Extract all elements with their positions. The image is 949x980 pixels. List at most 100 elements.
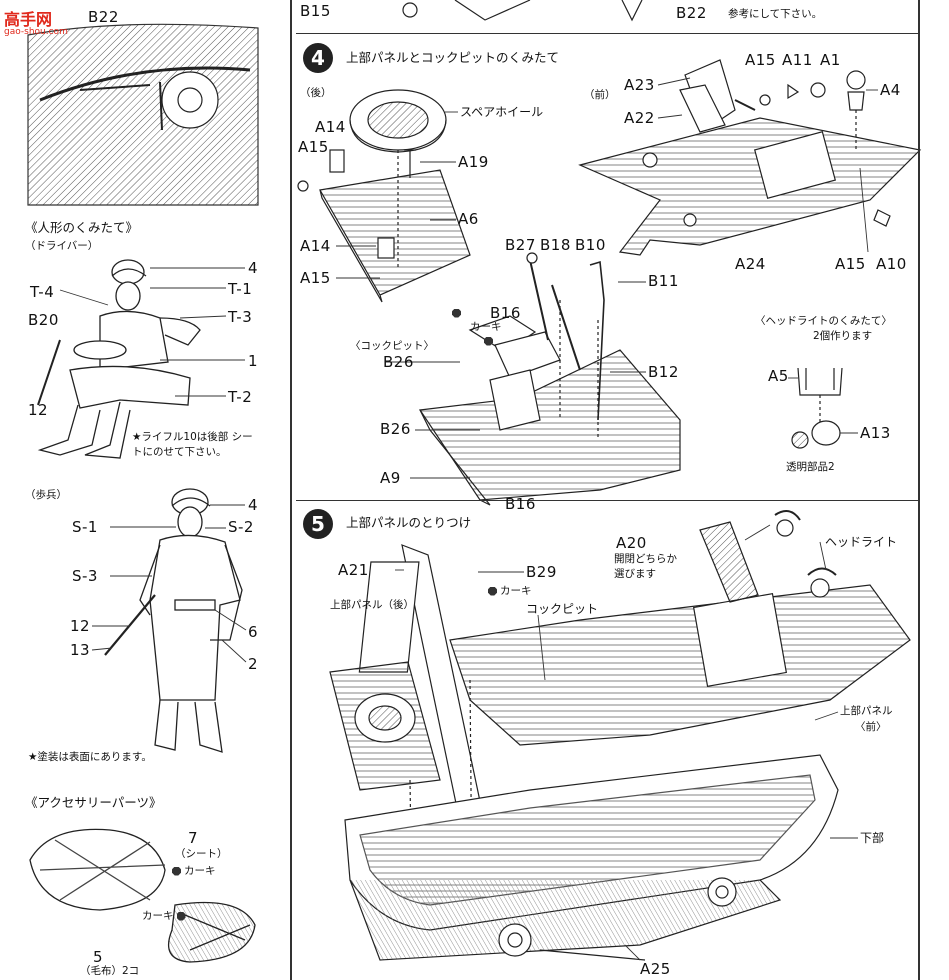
part-label: A6 (458, 210, 479, 228)
part-label: A15 (300, 269, 331, 287)
paint-dot-icon (488, 586, 497, 596)
upper-panel-drawing (329, 510, 911, 921)
part-label: A4 (880, 81, 901, 99)
step-number-badge: 4 (303, 43, 333, 73)
step-number-badge: 5 (303, 509, 333, 539)
a20-note: 開閉どちらか (614, 553, 677, 565)
paint-khaki: カーキ (470, 321, 502, 333)
part-label: B18 (540, 236, 571, 254)
part-label: A19 (458, 153, 489, 171)
paint-dot-icon (452, 308, 461, 318)
part-label: B11 (648, 272, 679, 290)
part-label: 2 (248, 655, 259, 673)
top-note: 参考にして下さい。 (728, 8, 823, 20)
part-label: A14 (315, 118, 346, 136)
part-label: S-1 (72, 518, 98, 536)
driver-figure-drawing (37, 259, 201, 459)
paint-dot-icon (484, 336, 493, 346)
part-label: S-2 (228, 518, 254, 536)
cockpit-title: 〈コックピット〉 (350, 340, 434, 352)
part-label: A15 (298, 138, 329, 156)
section-title-figures: 《人形のくみたて》 (25, 220, 139, 235)
step-title: 上部パネルとコックピットのくみたて (346, 50, 560, 65)
a20-note: 選びます (614, 568, 656, 580)
part-label: B27 (505, 236, 536, 254)
part-label: B26 (380, 420, 411, 438)
headlight-assembly-drawing (791, 367, 843, 449)
part-label: A21 (338, 561, 369, 579)
paint-dot (484, 336, 496, 347)
part-label: B16 (505, 495, 536, 513)
orientation-label: （前） (584, 89, 616, 101)
rear-panel-drawing (297, 89, 471, 303)
part-label: T-4 (30, 283, 55, 301)
part-sublabel: （毛布）2コ (80, 965, 140, 977)
column-divider-left (290, 0, 292, 980)
part-label: B12 (648, 363, 679, 381)
accessory-drawings (29, 828, 256, 963)
section-title-accessories: 《アクセサリーパーツ》 (25, 795, 162, 810)
watermark-url: gao-shou.com (4, 27, 68, 37)
part-label: T-2 (228, 388, 253, 406)
part-label: B10 (575, 236, 606, 254)
part-label: A9 (380, 469, 401, 487)
paint-dot-icon (172, 866, 181, 876)
part-label: A24 (735, 255, 766, 273)
part-label: B26 (383, 353, 414, 371)
paint-khaki: カーキ (172, 866, 216, 877)
lower-hull-drawing (344, 754, 839, 961)
orientation-label: （後） (300, 87, 332, 99)
spare-wheel-label: スペアホイール (460, 105, 544, 119)
upper-panel-front-label: 〈前〉 (855, 721, 887, 733)
driver-subtitle: （ドライバー） (25, 240, 99, 252)
part-label: A15 (745, 51, 776, 69)
paint-khaki (452, 308, 464, 319)
part-label: B16 (490, 304, 521, 322)
part-label: 5 (93, 948, 104, 966)
part-label: 4 (248, 496, 259, 514)
column-divider-right (918, 0, 920, 980)
part-label: B22 (676, 4, 707, 22)
cockpit-drawing (418, 252, 681, 506)
headlight-label: ヘッドライト (825, 535, 898, 549)
driver-note: ★ライフル10は後部 シートにのせて下さい。 (132, 431, 253, 459)
paint-dot-icon (176, 911, 186, 921)
part-label: 6 (248, 623, 259, 641)
part-label: A13 (860, 424, 891, 442)
part-label: 7 (188, 829, 199, 847)
hull-detail-drawing (27, 23, 259, 206)
part-label: 13 (70, 641, 91, 659)
cockpit-label: コックピット (526, 602, 599, 616)
part-label: A20 (616, 534, 647, 552)
infantry-figure-drawing (104, 488, 243, 753)
part-sublabel: （シート） (175, 848, 228, 860)
part-label: 1 (248, 352, 259, 370)
part-label: T-3 (228, 308, 253, 326)
part-label: B29 (526, 563, 557, 581)
part-label: A25 (640, 960, 671, 978)
step-title: 上部パネルのとりつけ (346, 515, 472, 530)
front-panel-drawing (578, 59, 922, 256)
part-label: B22 (88, 8, 119, 26)
clear-parts-note: 透明部品2 (786, 461, 835, 473)
paint-khaki: カーキ (488, 586, 532, 597)
part-label: 4 (248, 259, 259, 277)
part-label: A10 (876, 255, 907, 273)
part-label: A22 (624, 109, 655, 127)
step-divider-5 (296, 500, 918, 502)
part-label: 12 (70, 617, 91, 635)
infantry-note: ★塗装は表面にあります。 (28, 751, 152, 763)
headlight-count: 2個作ります (813, 330, 873, 342)
part-label: B20 (28, 311, 59, 329)
lower-hull-label: 下部 (860, 831, 885, 845)
part-label: A23 (624, 76, 655, 94)
part-label: S-3 (72, 567, 98, 585)
part-label: A14 (300, 237, 331, 255)
infantry-subtitle: （歩兵） (25, 489, 67, 501)
headlight-title: 〈ヘッドライトのくみたて〉 (755, 315, 892, 327)
watermark-logo: 高手网 (4, 10, 53, 29)
part-label: A1 (820, 51, 841, 69)
part-label: A11 (782, 51, 813, 69)
part-label: A5 (768, 367, 789, 385)
